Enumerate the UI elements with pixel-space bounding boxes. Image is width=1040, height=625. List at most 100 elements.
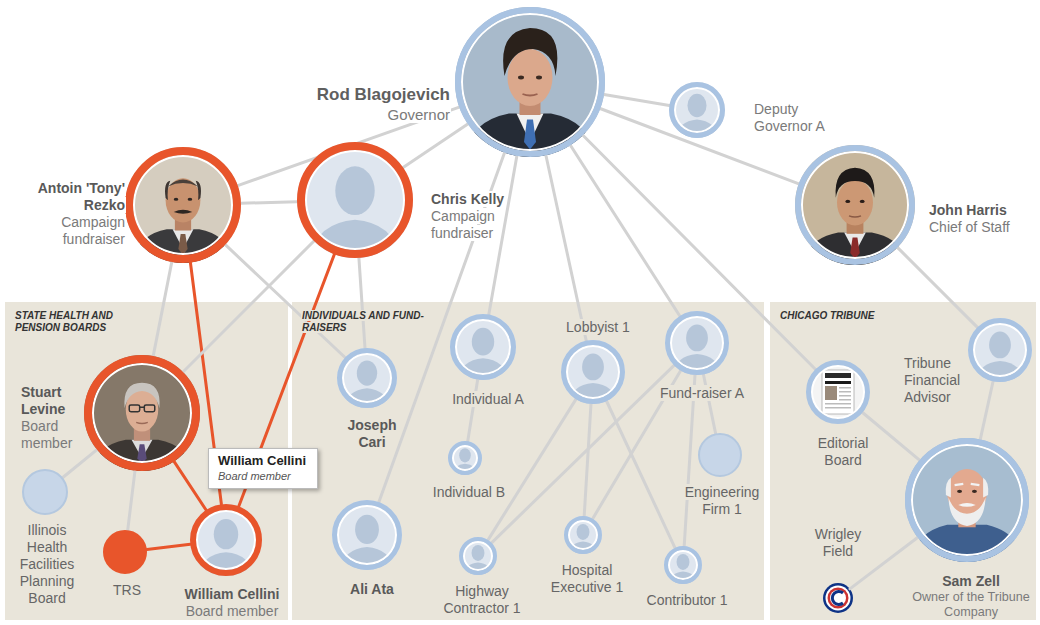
avatar-icon — [448, 441, 482, 475]
label-block: Individual B — [419, 484, 519, 501]
node-label: Owner of the Tribune Company — [911, 590, 1031, 619]
person-circle: Wrigley Field — [823, 583, 853, 613]
label-block: Antoin 'Tony' RezkoCampaign fundraiser — [12, 180, 126, 248]
node-label: Fund-raiser A — [659, 385, 745, 401]
label-block: William CelliniBoard member — [164, 586, 300, 620]
link-line — [183, 241, 314, 372]
link-line — [63, 450, 97, 478]
person-circle: Joseph Cari — [337, 348, 397, 408]
text-line: Illinois Health Facilities Planning Boar… — [7, 522, 87, 607]
person-circle: Chris KellyCampaign fundraiser — [297, 142, 413, 258]
avatar-icon — [664, 546, 702, 584]
band-heading: CHICAGO TRIBUNE — [779, 310, 875, 321]
text-line: Hospital Executive 1 — [535, 562, 639, 596]
link-line — [468, 380, 478, 442]
person-circle: Illinois Health Facilities Planning Boar… — [22, 469, 68, 515]
link-line — [546, 155, 586, 340]
label-block: Ali Ata — [322, 581, 422, 598]
link-line-highlight — [190, 263, 221, 505]
avatar-icon — [190, 504, 262, 576]
firm-dot — [699, 434, 741, 476]
band-heading-block: STATE HEALTH AND PENSION BOARDS — [14, 310, 154, 334]
label-block: Deputy Governor A — [753, 101, 845, 135]
text-line: Joseph Cari — [332, 417, 412, 451]
tooltip-box: William CelliniBoard member — [208, 448, 318, 489]
text-line: Individual B — [419, 484, 519, 501]
node-label: Ali Ata — [349, 581, 395, 597]
person-circle: Editorial Board — [806, 360, 870, 424]
person-circle: Antoin 'Tony' RezkoCampaign fundraiser — [125, 147, 241, 263]
person-circle: Fund-raiser A — [665, 311, 729, 375]
label-block: Wrigley Field — [803, 526, 873, 560]
link-line — [583, 135, 816, 369]
newspaper-icon — [808, 362, 868, 422]
link-line — [489, 156, 517, 315]
text-line: Lobbyist 1 — [548, 319, 648, 336]
node-label: John Harris — [928, 202, 1008, 218]
label-block: Lobbyist 1 — [548, 319, 648, 336]
node-label: Governor — [386, 106, 451, 123]
link-line — [897, 247, 977, 327]
node-label: Individual A — [451, 391, 525, 407]
link-line — [604, 94, 669, 105]
node-label: Board member — [185, 603, 280, 619]
text-line: Ali Ata — [322, 581, 422, 598]
text-line: TRS — [97, 582, 157, 599]
text-line: Campaign fundraiser — [430, 208, 522, 242]
person-circle: TRS — [103, 530, 147, 574]
band-heading: STATE HEALTH AND PENSION BOARDS — [14, 310, 114, 333]
label-block: Contributor 1 — [637, 592, 737, 609]
link-line-highlight — [147, 544, 191, 549]
text-line: Individual A — [438, 391, 538, 408]
person-circle: Tribune Financial Advisor — [968, 318, 1032, 382]
board-dot — [23, 470, 67, 514]
link-line — [238, 107, 460, 186]
text-line: Board member — [164, 603, 300, 620]
link-line — [684, 375, 695, 546]
link-line — [584, 404, 591, 516]
node-label: Deputy Governor A — [753, 101, 826, 134]
node-label: Campaign fundraiser — [430, 208, 496, 241]
text-line: Antoin 'Tony' Rezko — [12, 180, 126, 214]
link-line — [359, 258, 365, 348]
person-circle: Deputy Governor A — [669, 82, 725, 138]
tooltip-text: Board member — [217, 470, 292, 482]
text-line: CHICAGO TRIBUNE — [779, 310, 899, 322]
text-line: William Cellini — [217, 453, 307, 469]
text-line: William Cellini — [164, 586, 300, 603]
zell-photo — [905, 438, 1029, 562]
avatar-icon — [561, 340, 625, 404]
person-circle: Stuart LevineBoard member — [84, 355, 200, 471]
link-line — [379, 153, 505, 503]
link-line — [703, 374, 715, 433]
text-line: Governor — [296, 105, 451, 124]
link-line — [850, 538, 918, 589]
label-block: Fund-raiser A — [652, 385, 752, 402]
text-line: Wrigley Field — [803, 526, 873, 560]
node-label: Hospital Executive 1 — [550, 562, 624, 595]
text-line: Chief of Staff — [928, 219, 1040, 236]
label-block: Joseph Cari — [332, 417, 412, 451]
text-line: Sam Zell — [899, 573, 1040, 590]
link-line — [980, 381, 993, 439]
node-label: TRS — [112, 582, 142, 598]
node-label: Joseph Cari — [346, 417, 397, 450]
text-line: STATE HEALTH AND PENSION BOARDS — [14, 310, 154, 334]
label-block: Chris KellyCampaign fundraiser — [430, 191, 522, 242]
node-label: Highway Contractor 1 — [442, 583, 521, 616]
person-circle: Lobbyist 1 — [561, 340, 625, 404]
text-line: Chris Kelly — [430, 191, 522, 208]
avatar-icon — [669, 82, 725, 138]
person-circle: John HarrisChief of Staff — [795, 145, 915, 265]
link-line — [600, 109, 799, 184]
label-block: Individual A — [438, 391, 538, 408]
label-block: Highway Contractor 1 — [430, 583, 534, 617]
link-line — [153, 262, 172, 356]
label-block: Stuart LevineBoard member — [20, 384, 88, 452]
person-circle: Engineering Firm 1 — [698, 433, 742, 477]
tooltip-text: William Cellini — [217, 453, 307, 468]
node-label: Sam Zell — [941, 573, 1001, 589]
text-line: Stuart Levine — [20, 384, 88, 418]
label-block: Illinois Health Facilities Planning Boar… — [7, 522, 87, 607]
text-line: Board member — [20, 418, 88, 452]
